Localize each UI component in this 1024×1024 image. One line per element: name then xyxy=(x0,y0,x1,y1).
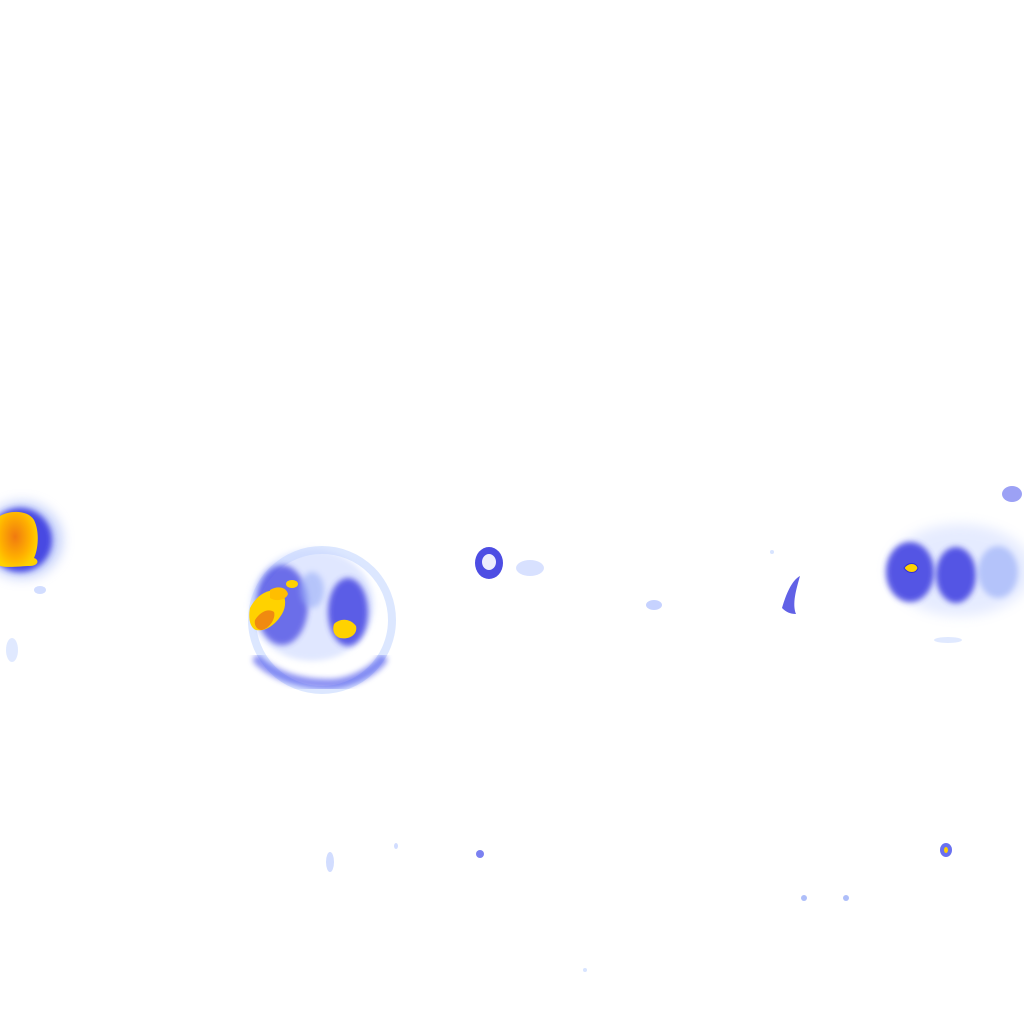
small-blob-center xyxy=(475,547,800,614)
speckles-lower xyxy=(326,843,952,972)
blob-cluster-right xyxy=(886,486,1024,643)
ring-structure-center-left xyxy=(248,546,396,694)
hot-blob-left-edge xyxy=(0,502,62,662)
